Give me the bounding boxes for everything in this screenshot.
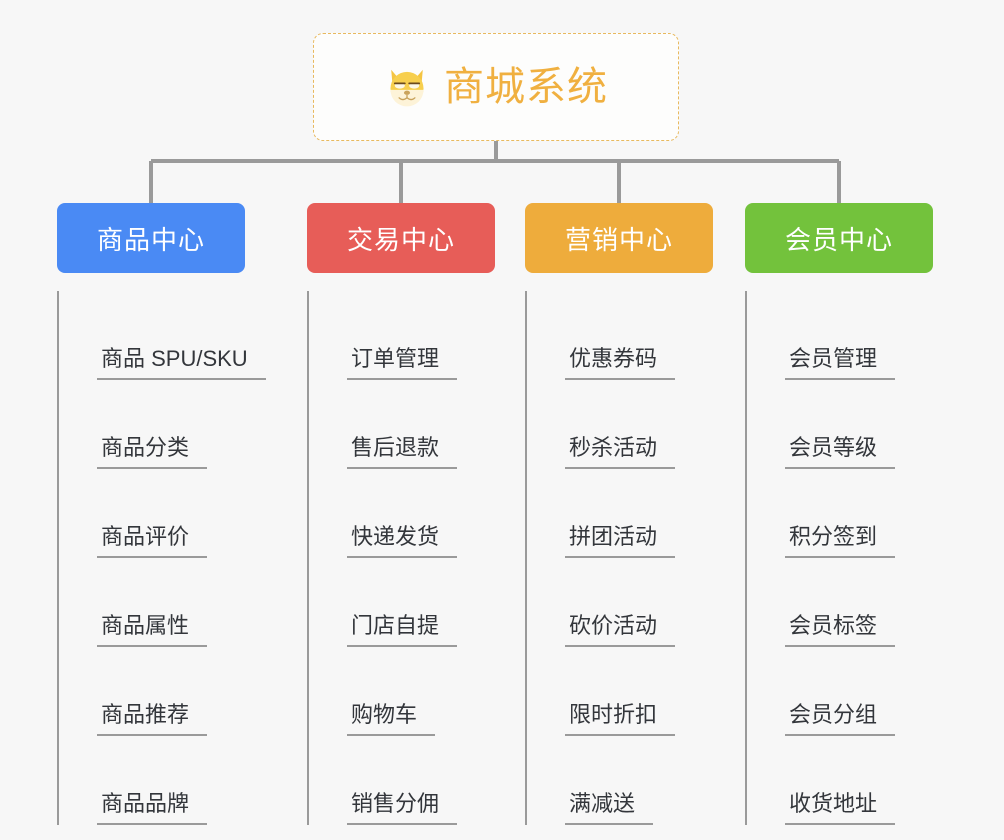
leaf-label: 商品分类 — [101, 434, 190, 460]
branch-column-marketing-center: 营销中心 优惠券码 秒杀活动 拼团活动 砍价活动 限时折扣 满减送 — [525, 203, 713, 825]
root-title: 商城系统 — [444, 65, 608, 109]
category-title: 营销中心 — [564, 224, 673, 255]
leaf-label: 秒杀活动 — [569, 434, 658, 460]
category-header-member-center[interactable]: 会员中心 — [745, 203, 933, 273]
leaf-item[interactable]: 订单管理 — [311, 291, 495, 380]
leaf-label: 商品属性 — [101, 612, 190, 638]
leaf-list: 订单管理 售后退款 快递发货 门店自提 购物车 销售分佣 — [307, 291, 495, 825]
branch-column-product-center: 商品中心 商品 SPU/SKU 商品分类 商品评价 商品属性 商品推荐 商品品牌 — [57, 203, 266, 825]
leaf-item[interactable]: 会员管理 — [749, 291, 933, 380]
leaf-label: 拼团活动 — [569, 523, 658, 549]
leaf-item[interactable]: 售后退款 — [311, 380, 495, 469]
category-title: 会员中心 — [784, 224, 893, 255]
leaf-item[interactable]: 商品评价 — [61, 469, 245, 558]
leaf-item[interactable]: 销售分佣 — [311, 736, 495, 825]
leaf-label: 销售分佣 — [351, 790, 440, 816]
leaf-item[interactable]: 商品分类 — [61, 380, 245, 469]
leaf-item[interactable]: 商品品牌 — [61, 736, 245, 825]
leaf-item[interactable]: 快递发货 — [311, 469, 495, 558]
leaf-item[interactable]: 积分签到 — [749, 469, 933, 558]
leaf-label: 商品评价 — [101, 523, 190, 549]
leaf-label: 门店自提 — [351, 612, 440, 638]
leaf-label: 限时折扣 — [569, 701, 658, 727]
leaf-list: 优惠券码 秒杀活动 拼团活动 砍价活动 限时折扣 满减送 — [525, 291, 713, 825]
leaf-label: 商品品牌 — [101, 790, 190, 816]
leaf-item[interactable]: 购物车 — [311, 647, 495, 736]
leaf-label: 快递发货 — [351, 523, 440, 549]
category-title: 交易中心 — [346, 224, 455, 255]
leaf-label: 订单管理 — [351, 345, 440, 371]
leaf-label: 售后退款 — [351, 434, 440, 460]
leaf-label: 购物车 — [351, 701, 418, 727]
leaf-item[interactable]: 门店自提 — [311, 558, 495, 647]
leaf-label: 积分签到 — [789, 523, 878, 549]
leaf-item[interactable]: 秒杀活动 — [529, 380, 713, 469]
leaf-item[interactable]: 商品推荐 — [61, 647, 245, 736]
leaf-item[interactable]: 商品属性 — [61, 558, 245, 647]
leaf-item[interactable]: 满减送 — [529, 736, 713, 825]
category-header-marketing-center[interactable]: 营销中心 — [525, 203, 713, 273]
leaf-label: 会员等级 — [789, 434, 878, 460]
leaf-label: 会员标签 — [789, 612, 878, 638]
branch-column-member-center: 会员中心 会员管理 会员等级 积分签到 会员标签 会员分组 收货地址 — [745, 203, 933, 825]
leaf-label: 会员管理 — [789, 345, 878, 371]
leaf-item[interactable]: 会员等级 — [749, 380, 933, 469]
branch-column-trade-center: 交易中心 订单管理 售后退款 快递发货 门店自提 购物车 销售分佣 — [307, 203, 495, 825]
shiba-dog-face-icon — [390, 69, 424, 107]
leaf-list: 会员管理 会员等级 积分签到 会员标签 会员分组 收货地址 — [745, 291, 933, 825]
leaf-label: 优惠券码 — [569, 345, 658, 371]
leaf-item[interactable]: 会员标签 — [749, 558, 933, 647]
leaf-item[interactable]: 商品 SPU/SKU — [61, 291, 266, 380]
root-node[interactable]: 商城系统 — [313, 33, 679, 141]
leaf-item[interactable]: 收货地址 — [749, 736, 933, 825]
leaf-label: 商品 SPU/SKU — [101, 345, 248, 371]
leaf-list: 商品 SPU/SKU 商品分类 商品评价 商品属性 商品推荐 商品品牌 — [57, 291, 266, 825]
category-title: 商品中心 — [96, 224, 205, 255]
category-header-trade-center[interactable]: 交易中心 — [307, 203, 495, 273]
leaf-label: 收货地址 — [789, 790, 878, 816]
leaf-item[interactable]: 会员分组 — [749, 647, 933, 736]
leaf-label: 会员分组 — [789, 701, 878, 727]
category-header-product-center[interactable]: 商品中心 — [57, 203, 245, 273]
leaf-item[interactable]: 砍价活动 — [529, 558, 713, 647]
leaf-item[interactable]: 限时折扣 — [529, 647, 713, 736]
leaf-label: 满减送 — [569, 790, 636, 816]
leaf-item[interactable]: 拼团活动 — [529, 469, 713, 558]
leaf-item[interactable]: 优惠券码 — [529, 291, 713, 380]
leaf-label: 商品推荐 — [101, 701, 190, 727]
leaf-label: 砍价活动 — [569, 612, 658, 638]
